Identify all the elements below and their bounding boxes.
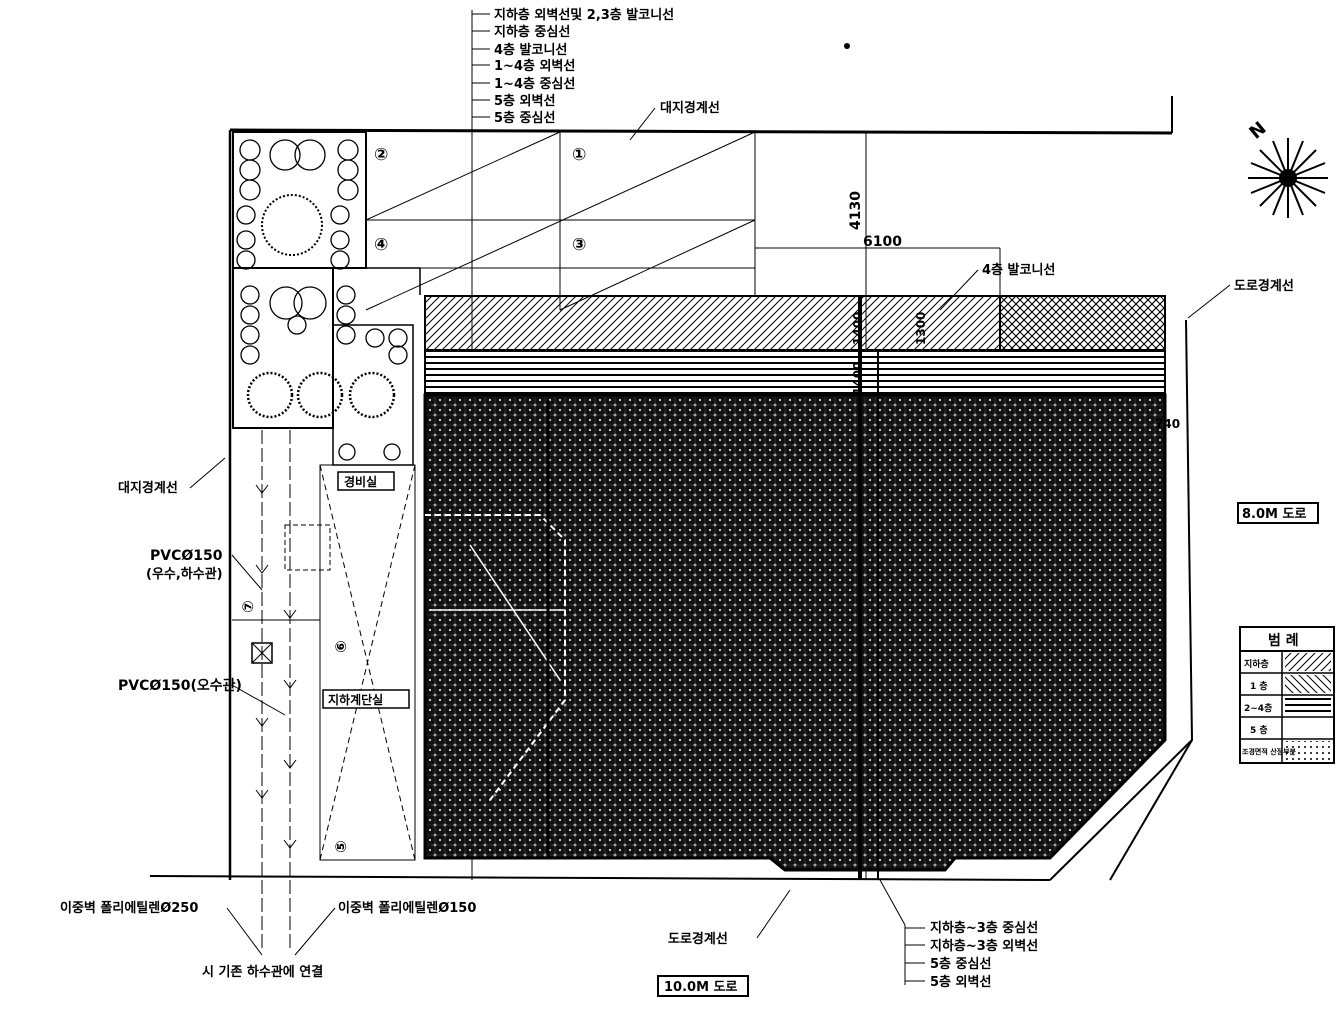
label-pipe-250: 이중벽 폴리에틸렌Ø250	[60, 900, 198, 916]
zone-1: ①	[572, 145, 586, 165]
callout-7: 5층 중심선	[494, 110, 555, 126]
dim-6100: 6100	[863, 234, 902, 250]
dim-740: 740	[1155, 417, 1180, 431]
dim-1400b: 1400	[851, 362, 865, 395]
north-arrow-icon: N	[1245, 118, 1328, 218]
legend-row-2: 1 층	[1250, 680, 1268, 692]
callout-2: 지하층 중심선	[494, 24, 570, 40]
zone-2: ②	[374, 145, 388, 165]
label-balcony-4f: 4층 발코니선	[982, 262, 1055, 278]
svg-text:10.0M 도로: 10.0M 도로	[664, 980, 737, 995]
site-boundary	[149, 96, 1194, 881]
bottom-callouts: 지하층~3층 중심선 지하층~3층 외벽선 5층 중심선 5층 외벽선	[930, 920, 1038, 990]
leader-lines	[189, 13, 1231, 985]
label-pipe-150: 이중벽 폴리에틸렌Ø150	[338, 900, 476, 916]
top-callouts: 지하층 외벽선및 2,3층 발코니선 지하층 중심선 4층 발코니선 1~4층 …	[494, 7, 674, 126]
legend-row-5: 조경면적 산정부분	[1242, 747, 1297, 756]
building-footprint	[423, 295, 1167, 880]
stray-dot	[844, 43, 850, 49]
callout-5: 1~4층 중심선	[494, 76, 575, 92]
callout-6: 5층 외벽선	[494, 93, 555, 109]
label-pvc-rain-1: PVCØ150	[150, 548, 223, 564]
drawing-labels: 대지경계선 4층 발코니선 도로경계선 대지경계선 PVCØ150 (우수,하수…	[60, 100, 1294, 980]
label-pvc-rain-2: (우수,하수관)	[146, 566, 223, 582]
legend-row-4: 5 층	[1250, 724, 1268, 736]
legend-row-1: 지하층	[1244, 658, 1269, 670]
label-city-connect: 시 기존 하수관에 연결	[202, 964, 323, 980]
legend-row-3: 2~4층	[1244, 702, 1272, 714]
legend-title: 범 례	[1268, 633, 1299, 649]
label-pvc-sewage: PVCØ150(오수관)	[118, 677, 242, 694]
zone-4: ④	[374, 235, 388, 255]
circled-numbers: ① ② ③ ④ ⑤ ⑥ ⑦	[239, 145, 586, 853]
zone-5: ⑤	[332, 840, 350, 853]
drain-flow-arrows	[255, 484, 297, 849]
label-site-boundary-top: 대지경계선	[660, 100, 720, 116]
callout-4: 1~4층 외벽선	[494, 58, 575, 74]
road-10m-box: 10.0M 도로	[657, 975, 749, 997]
dim-1400: 1400	[851, 312, 865, 345]
bottom-callout-2: 지하층~3층 외벽선	[930, 938, 1038, 954]
zone-6: ⑥	[332, 640, 350, 653]
underground-stair-box: 지하계단실	[322, 689, 410, 709]
label-road-boundary-bottom: 도로경계선	[668, 931, 728, 947]
driveway-area	[232, 430, 416, 950]
zone-7: ⑦	[239, 600, 257, 613]
callout-3: 4층 발코니선	[494, 42, 567, 58]
dim-1300: 1300	[914, 312, 928, 345]
road-8m-box: 8.0M 도로	[1237, 502, 1319, 524]
dimensions: 4130 6100 1400 1400 1300 740	[848, 191, 1180, 431]
bottom-callout-3: 5층 중심선	[930, 956, 991, 972]
label-site-boundary-left: 대지경계선	[118, 480, 178, 496]
legend: 범 례 지하층 1 층 2~4층 5 층 조경면적 산정부분	[1239, 626, 1335, 764]
label-road-boundary-right: 도로경계선	[1234, 278, 1294, 294]
dim-4130: 4130	[848, 191, 864, 230]
svg-text:N: N	[1245, 118, 1270, 144]
zone-3: ③	[572, 235, 586, 255]
bottom-callout-4: 5층 외벽선	[930, 974, 991, 990]
callout-1: 지하층 외벽선및 2,3층 발코니선	[494, 7, 674, 23]
bottom-callout-1: 지하층~3층 중심선	[930, 920, 1038, 936]
svg-text:지하계단실: 지하계단실	[328, 692, 383, 707]
svg-text:8.0M 도로: 8.0M 도로	[1242, 507, 1306, 522]
guardhouse-box: 경비실	[337, 471, 395, 491]
svg-text:경비실: 경비실	[344, 474, 377, 489]
